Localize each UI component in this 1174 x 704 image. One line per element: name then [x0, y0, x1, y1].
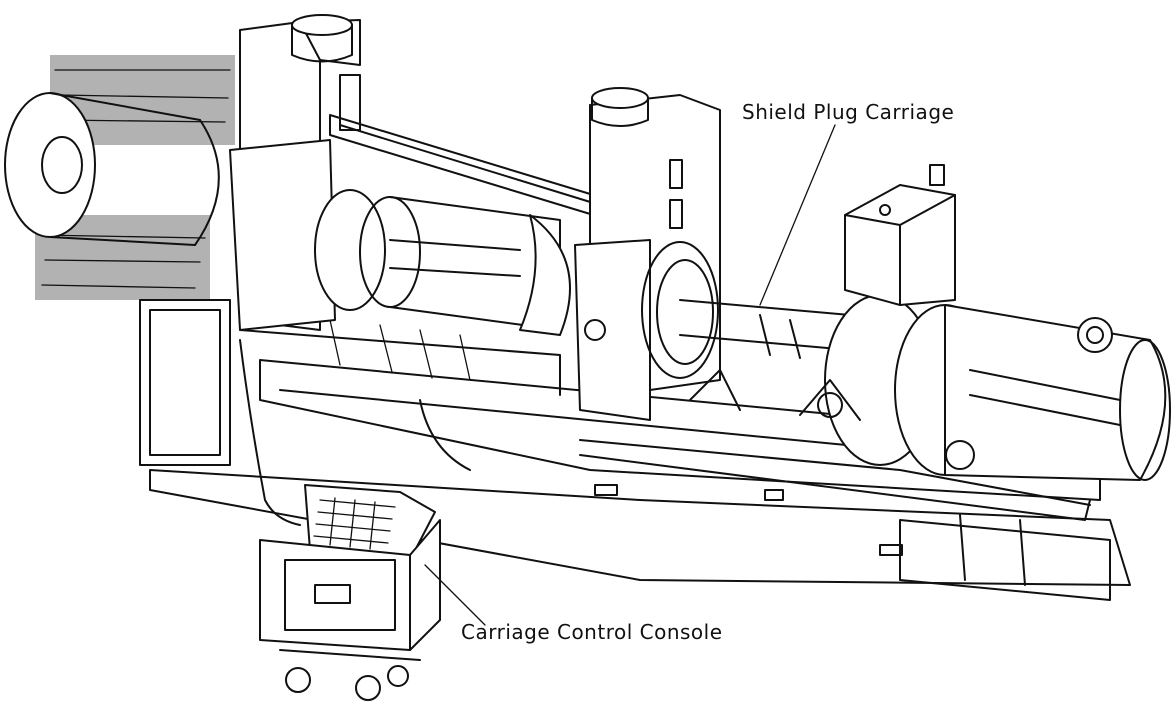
control-console [259, 484, 441, 701]
console-leader [424, 564, 486, 626]
leader-lines [424, 124, 836, 626]
carriage-top-box [844, 164, 956, 306]
left-drum [4, 92, 220, 246]
left-tower [229, 14, 361, 331]
shield-plug-leader [759, 124, 836, 306]
shield-plug-carriage-label: Shield Plug Carriage [742, 100, 955, 124]
middle-tower [574, 87, 721, 421]
carriage-control-console-label: Carriage Control Console [461, 620, 723, 644]
inner-drum-left [314, 189, 606, 341]
carriage-cylinder [679, 294, 1171, 481]
carriage-supports [689, 369, 975, 470]
control-cable [239, 339, 471, 526]
